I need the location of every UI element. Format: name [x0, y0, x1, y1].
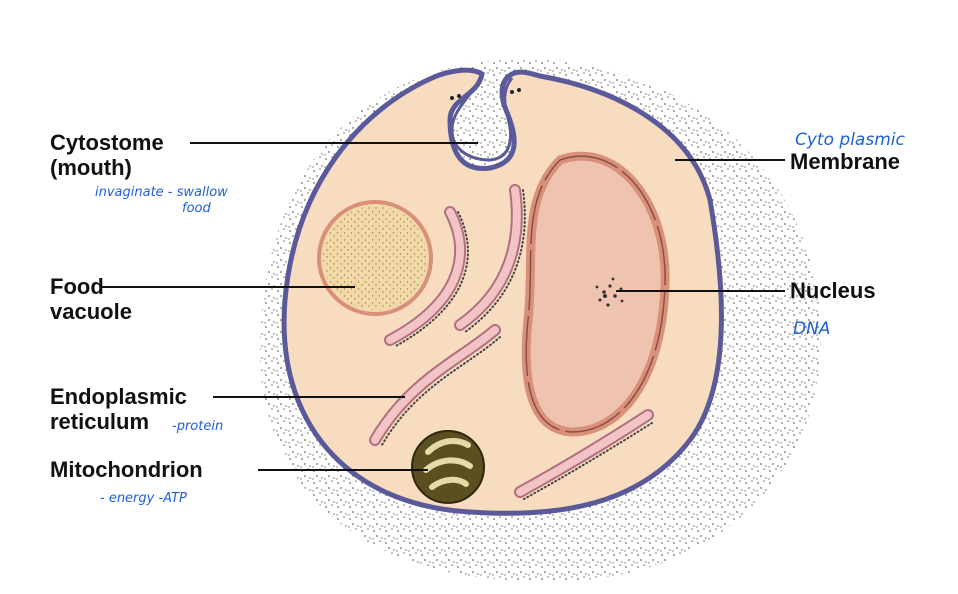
label-cytostome-sub: (mouth) [50, 155, 132, 180]
note-membrane: Cyto plasmic [795, 130, 905, 150]
nucleus [521, 151, 670, 437]
label-membrane: Membrane [790, 149, 900, 174]
label-er-sub: reticulum [50, 409, 149, 434]
note-mitochondrion: - energy -ATP [100, 491, 187, 506]
leader-lines [100, 142, 785, 471]
label-mitochondrion: Mitochondrion [50, 457, 203, 482]
nucleolus [595, 277, 624, 307]
label-er: Endoplasmic [50, 384, 187, 409]
food-vacuole [317, 200, 433, 316]
note-cytostome-2: food [182, 201, 211, 216]
label-food-sub: vacuole [50, 299, 132, 324]
note-cytostome-1: invaginate - swallow [95, 185, 228, 200]
note-nucleus: DNA [793, 319, 830, 339]
label-food: Food [50, 274, 104, 299]
cytostome-groove [450, 75, 514, 162]
label-cytostome: Cytostome [50, 130, 164, 155]
label-nucleus: Nucleus [790, 278, 876, 303]
endoplasmic-reticulum [369, 184, 654, 500]
mitochondrion [411, 430, 485, 504]
note-er: -protein [172, 419, 223, 434]
